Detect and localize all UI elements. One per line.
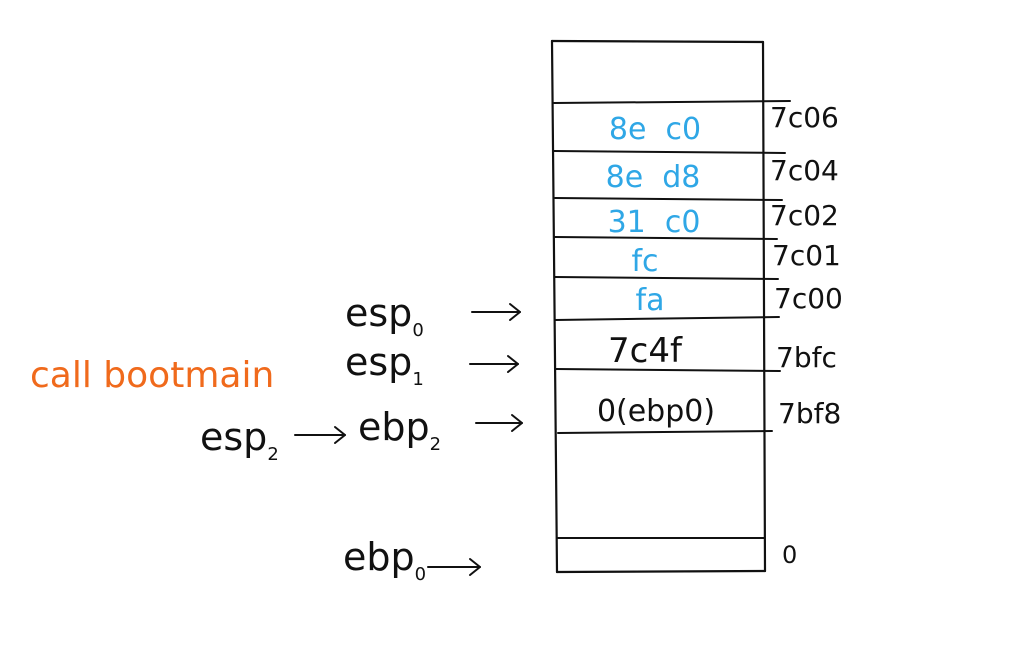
divider-7c02 (554, 197, 783, 201)
pointer-subscript: 2 (430, 434, 441, 455)
address-label: 7c04 (770, 154, 839, 187)
address-label: 7c02 (770, 199, 839, 232)
pointer-subscript: 2 (267, 444, 278, 465)
divider-7bfc (554, 316, 780, 321)
address-label: 0 (782, 541, 797, 569)
arrow-right-icon (427, 558, 481, 576)
arrow-right-icon (294, 426, 346, 444)
divider-7c06 (553, 100, 791, 104)
call-annotation: call bootmain (30, 355, 274, 396)
divider-7bf8 (555, 368, 781, 372)
pointer-arrows (294, 303, 523, 576)
pointer-labels: esp0 esp1 ebp2 esp2 ebp0 (200, 291, 441, 585)
address-label: 7c06 (770, 101, 839, 134)
stack-addresses: 7c06 7c04 7c02 7c01 7c00 7bfc 7bf8 0 (770, 101, 843, 569)
pointer-label-esp1: esp1 (345, 340, 424, 390)
pointer-label-ebp2: ebp2 (358, 405, 441, 455)
pointer-subscript: 0 (412, 320, 423, 341)
arrow-right-icon (475, 414, 523, 432)
address-label: 7c00 (774, 282, 843, 315)
pointer-name: esp (345, 340, 412, 384)
address-label: 7bf8 (778, 397, 841, 430)
cell-content: 0(ebp0) (597, 394, 715, 429)
stack-dividers (553, 100, 791, 539)
arrow-right-icon (469, 355, 519, 373)
pointer-label-ebp0: ebp0 (343, 535, 426, 585)
pointer-name: esp (200, 415, 267, 459)
pointer-name: esp (345, 291, 412, 335)
address-label: 7c01 (772, 239, 841, 272)
cell-content: 8e c0 (609, 112, 701, 147)
pointer-name: ebp (343, 535, 415, 579)
cell-content: 8e d8 (606, 160, 701, 195)
cell-content: fa (636, 283, 665, 318)
stack-box (550, 39, 767, 574)
pointer-label-esp0: esp0 (345, 291, 424, 341)
cell-content: 7c4f (608, 331, 683, 371)
pointer-name: ebp (358, 405, 430, 449)
cell-content: fc (631, 244, 658, 279)
divider-below-7bf8 (557, 430, 773, 434)
pointer-subscript: 1 (412, 369, 423, 390)
address-label: 7bfc (776, 341, 837, 374)
cell-content: 31 c0 (608, 205, 701, 240)
pointer-subscript: 0 (415, 564, 426, 585)
divider-7c00 (554, 276, 779, 280)
stack-contents: 8e c0 8e d8 31 c0 fc fa 7c4f 0(ebp0) (597, 112, 715, 429)
divider-7c01 (554, 236, 778, 240)
divider-7c04 (553, 150, 786, 154)
arrow-right-icon (471, 303, 521, 321)
pointer-label-esp2: esp2 (200, 415, 279, 465)
